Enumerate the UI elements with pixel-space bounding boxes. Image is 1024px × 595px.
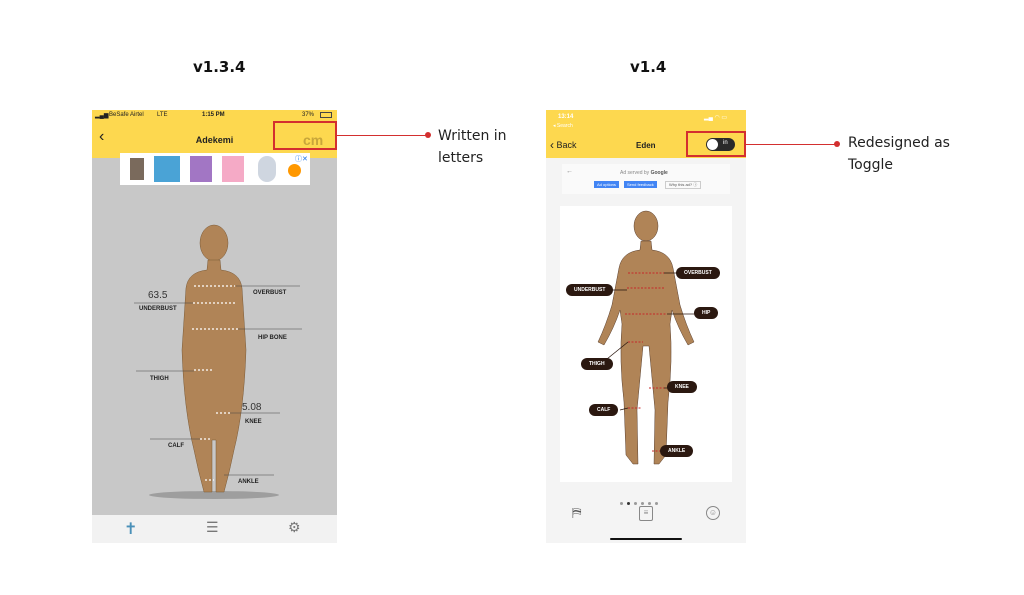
body-diagram-new <box>597 210 696 465</box>
ad-image-figurine <box>222 156 244 182</box>
status-icons: ▂▄ ◠ ▭ <box>704 115 728 121</box>
body-shape <box>597 240 695 465</box>
annotation-new: Redesigned as Toggle <box>848 135 950 173</box>
ad-image-badge <box>288 164 301 177</box>
ad-image-fan <box>258 156 276 182</box>
measurement-label-knee[interactable]: KNEE <box>245 419 262 425</box>
measurement-label-hip-bone[interactable]: HIP BONE <box>258 335 287 341</box>
nav-bar: ‹ Adekemi cm <box>92 122 337 158</box>
battery-percent: 37% <box>302 112 315 118</box>
profile-title: Adekemi <box>195 135 234 145</box>
measurement-value-knee: 5.08 <box>242 402 262 413</box>
callout-line-old <box>337 135 428 136</box>
ad-served-by: Ad served by Google <box>620 170 668 176</box>
ad-notice[interactable]: ← Ad served by Google Ad options Send fe… <box>562 164 730 194</box>
head-shape <box>633 210 659 242</box>
ad-image-doll <box>190 156 212 182</box>
tab-profile-icon[interactable]: ☺ <box>706 506 720 520</box>
ad-banner[interactable]: ⓘ✕ <box>120 153 310 185</box>
battery-icon <box>320 112 332 118</box>
back-button[interactable]: ‹ Back <box>550 138 577 152</box>
ad-options-button[interactable]: Ad options <box>594 181 619 188</box>
home-indicator <box>610 538 682 540</box>
page-dot[interactable] <box>641 502 644 505</box>
header-bar: 13:14 ◂ Search ▂▄ ◠ ▭ ‹ Back Eden in <box>546 110 746 158</box>
why-this-ad-button[interactable]: Why this ad? ⓘ <box>665 181 702 189</box>
network-type: LTE <box>157 112 168 118</box>
measurement-label-thigh[interactable]: THIGH <box>150 376 169 382</box>
page-dot[interactable] <box>634 502 637 505</box>
highlight-box-unit-toggle <box>686 131 746 157</box>
ground-shadow <box>149 491 279 499</box>
annotation-old: Written in letters <box>438 128 507 166</box>
measurement-label-overbust[interactable]: OVERBUST <box>253 290 287 296</box>
ad-image-blender <box>130 158 144 180</box>
carrier-name: BeSafe Airtel <box>109 112 144 118</box>
page-dot[interactable] <box>655 502 658 505</box>
body-shape <box>181 259 247 493</box>
signal-icon: ▂▄▆ <box>95 113 109 119</box>
measurement-pill-hip[interactable]: HIP <box>694 307 719 319</box>
measurement-label-calf[interactable]: CALF <box>168 443 184 449</box>
toggle-knob <box>707 139 718 150</box>
unit-label[interactable]: cm <box>303 132 324 148</box>
toggle-label: in <box>723 140 728 146</box>
status-time: 13:14 <box>558 114 574 120</box>
back-chevron-icon[interactable]: ‹ <box>99 128 105 145</box>
back-chevron-icon: ‹ <box>550 138 554 152</box>
measurement-pill-thigh[interactable]: THIGH <box>581 358 613 370</box>
status-time: 1:15 PM <box>202 112 225 118</box>
page-dot[interactable] <box>648 502 651 505</box>
version-label-old: v1.3.4 <box>193 58 246 76</box>
callout-line-new <box>746 144 837 145</box>
ad-back-arrow-icon[interactable]: ← <box>566 168 573 175</box>
status-back-to-search[interactable]: ◂ Search <box>553 123 573 129</box>
phone-screenshot-new: 13:14 ◂ Search ▂▄ ◠ ▭ ‹ Back Eden in ← A… <box>546 110 746 543</box>
measurement-pill-ankle[interactable]: ANKLE <box>660 445 694 457</box>
callout-dot-new <box>834 141 840 147</box>
tab-list-icon[interactable]: ≡ <box>639 506 653 521</box>
tab-bar: ✝ ☰ ⚙ <box>92 515 337 543</box>
head-shape <box>199 224 229 262</box>
status-bar: ▂▄▆ BeSafe Airtel LTE 1:15 PM 37% <box>92 110 337 122</box>
phone-screenshot-old: ▂▄▆ BeSafe Airtel LTE 1:15 PM 37% ‹ Adek… <box>92 110 337 543</box>
body-diagram-old <box>134 224 302 499</box>
highlight-box-unit-label <box>273 121 337 150</box>
measurement-label-underbust[interactable]: UNDERBUST <box>139 306 177 312</box>
measurement-pill-overbust[interactable]: OVERBUST <box>676 267 720 279</box>
page-dot[interactable] <box>620 502 623 505</box>
measurement-label-ankle[interactable]: ANKLE <box>238 479 259 485</box>
measurement-value-underbust: 63.5 <box>148 290 168 301</box>
version-label-new: v1.4 <box>630 58 667 76</box>
ad-image-poster <box>154 156 180 182</box>
tab-list-icon[interactable]: ☰ <box>206 519 219 535</box>
ad-choices-icon[interactable]: ⓘ✕ <box>295 156 308 163</box>
tab-body-icon[interactable]: ✝ <box>124 521 138 538</box>
measurement-pill-calf[interactable]: CALF <box>589 404 619 416</box>
measurement-pill-underbust[interactable]: UNDERBUST <box>566 284 614 296</box>
back-label: Back <box>556 140 577 150</box>
callout-dot-old <box>425 132 431 138</box>
tab-measure-icon[interactable]: ⛿ <box>572 505 582 520</box>
profile-title: Eden <box>636 141 656 150</box>
tab-settings-gear-icon[interactable]: ⚙ <box>288 519 301 535</box>
unit-toggle[interactable]: in <box>706 138 735 151</box>
measurement-pill-knee[interactable]: KNEE <box>667 381 697 393</box>
send-feedback-button[interactable]: Send feedback <box>624 181 657 188</box>
page-dot-active[interactable] <box>627 502 630 505</box>
page-indicator[interactable] <box>618 492 660 510</box>
